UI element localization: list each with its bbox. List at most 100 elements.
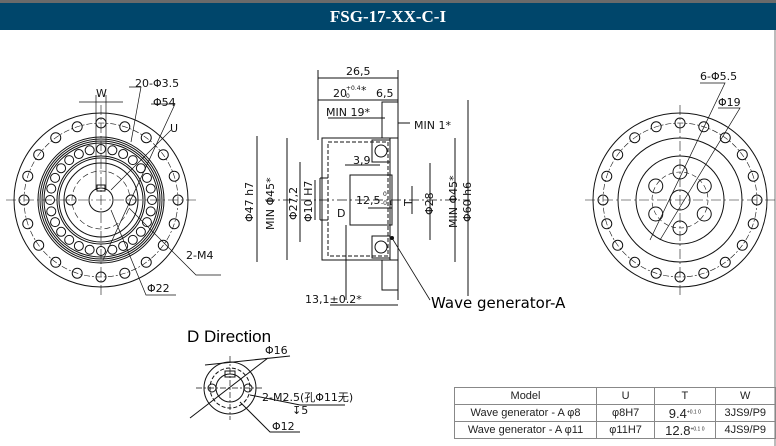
label-d16: Φ16: [265, 344, 288, 357]
t-value: 12.8: [665, 422, 691, 438]
t-tolerance: +0.1 0: [686, 408, 701, 415]
col-w: W: [714, 387, 776, 405]
label-d125: 12,5: [356, 194, 381, 207]
label-pcd: Φ54: [153, 96, 176, 109]
t-tolerance: +0.1 0: [690, 425, 705, 432]
cell-u: φ8H7: [596, 404, 656, 422]
label-tap: 2-M4: [186, 249, 213, 262]
roller: [56, 226, 67, 237]
label-tap-d: 2-M2.5(孔Φ11无): [262, 391, 353, 404]
label-d28: Φ28: [423, 192, 436, 215]
label-w: W: [96, 87, 107, 100]
roller: [127, 234, 138, 245]
col-t: T: [654, 387, 716, 405]
col-model: Model: [453, 387, 598, 405]
d-direction-view: [189, 355, 345, 433]
label-holes-right: 6-Φ5.5: [700, 70, 737, 83]
label-t: T: [402, 199, 415, 207]
output-hole: [696, 178, 712, 194]
bolt-hole: [612, 149, 624, 161]
bolt-hole: [612, 239, 624, 251]
label-min45-right: MIN Φ45*: [447, 175, 460, 228]
label-len-65: 6,5: [376, 87, 394, 100]
bearing-ring: [39, 138, 163, 262]
callout-dot: [390, 236, 394, 240]
scrollbar[interactable]: [774, 30, 776, 446]
roller: [107, 145, 118, 156]
page-title: FSG-17-XX-C-I: [0, 3, 776, 30]
label-min19: MIN 19*: [326, 106, 370, 119]
roller: [46, 206, 57, 217]
centerline: [585, 105, 775, 295]
roller: [84, 244, 95, 255]
roller: [141, 172, 152, 183]
bolt-hole: [157, 239, 169, 251]
cell-w: 3JS9/P9: [714, 404, 776, 422]
cell-model: Wave generator - A φ11: [453, 421, 598, 439]
table-header-row: Model U T W: [453, 387, 776, 405]
label-len131: 13,1±0.2*: [305, 293, 362, 306]
label-len-20: 20: [333, 87, 347, 100]
callout-leader: [391, 237, 431, 301]
table-row: Wave generator - A φ11 φ11H7 12.8+0.1 0 …: [453, 421, 776, 439]
bolt-hole: [33, 149, 45, 161]
roller: [127, 155, 138, 166]
star: *: [361, 84, 367, 97]
roller: [46, 183, 57, 194]
label-holes: 20-Φ3.5: [135, 77, 179, 90]
roller: [50, 217, 61, 228]
table-row: Wave generator - A φ8 φ8H7 9.4+0.1 0 3JS…: [453, 404, 776, 422]
output-hole: [648, 178, 664, 194]
bolt-hole: [140, 256, 152, 268]
roller: [145, 206, 156, 217]
bolt-hole: [698, 121, 710, 133]
bolt-hole: [747, 170, 759, 182]
spec-table: Model U T W Wave generator - A φ8 φ8H7 9…: [453, 387, 776, 439]
tap-circle: [71, 170, 131, 230]
roller: [73, 149, 84, 160]
cell-t: 12.8+0.1 0: [654, 421, 716, 439]
inner-ring: [58, 157, 144, 243]
cell-model: Wave generator - A φ8: [453, 404, 598, 422]
bolt-hole: [33, 239, 45, 251]
tol-low: 0: [346, 93, 350, 100]
label-len-total: 26,5: [346, 65, 371, 78]
section-view: [256, 70, 470, 306]
bolt-hole: [71, 121, 83, 133]
roller: [64, 234, 75, 245]
bolt-hole: [50, 256, 62, 268]
roller: [50, 172, 61, 183]
tol-up: 0: [383, 191, 387, 198]
bolt-hole: [736, 149, 748, 161]
centerline: [6, 105, 196, 295]
bolt-hole: [629, 132, 641, 144]
bolt-hole: [736, 239, 748, 251]
bolt-hole: [168, 218, 180, 230]
tol-up: +0.4: [346, 85, 361, 92]
wave-generator-callout: Wave generator-A: [431, 294, 566, 312]
label-d47: Φ47 h7: [243, 182, 256, 222]
bolt-hole: [601, 218, 613, 230]
bolt-hole: [719, 256, 731, 268]
t-value: 9.4: [668, 405, 687, 421]
roller: [145, 183, 156, 194]
bolt-hole: [71, 267, 83, 279]
hub: [88, 187, 114, 213]
bolt-hole: [119, 121, 131, 133]
label-d39: 3,9: [353, 154, 371, 167]
bolt-hole: [22, 218, 34, 230]
label-d272: Φ27,2: [287, 187, 300, 220]
roller: [84, 145, 95, 156]
bolt-hole: [140, 132, 152, 144]
label-u: U: [170, 122, 178, 135]
bolt-hole: [629, 256, 641, 268]
bolt-hole: [650, 267, 662, 279]
label-min45-left: MIN Φ45*: [264, 177, 277, 230]
tol-low: -0.1: [381, 200, 393, 207]
bolt-hole: [22, 170, 34, 182]
cell-t: 9.4+0.1 0: [654, 404, 716, 422]
label-d10: Φ10 H7: [302, 181, 315, 222]
label-d22: Φ22: [147, 282, 170, 295]
roller: [56, 163, 67, 174]
